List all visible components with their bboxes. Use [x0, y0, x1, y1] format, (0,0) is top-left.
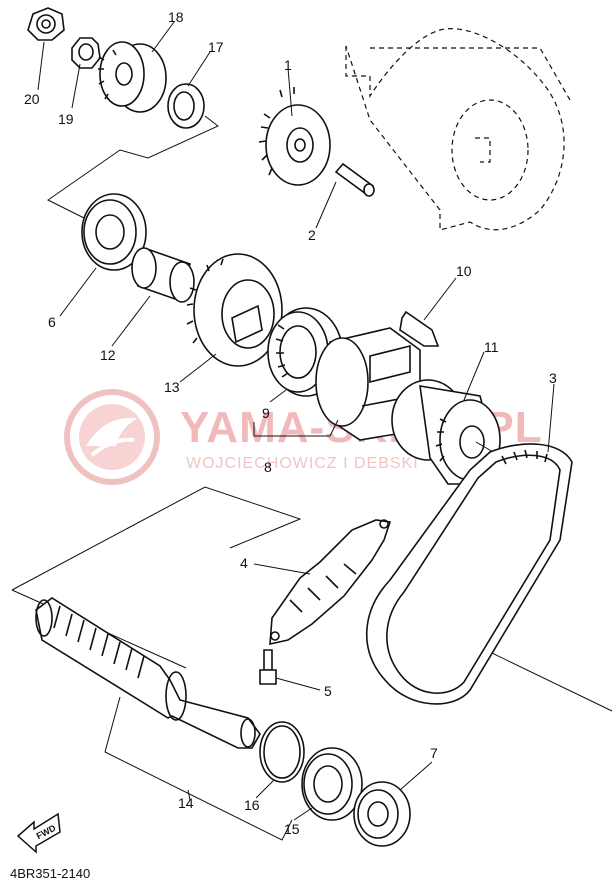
part-2-shaft: [334, 162, 375, 197]
part-5-bolt: [259, 649, 277, 685]
callout-5: 5: [324, 683, 332, 699]
callout-labels: 1 2 3 4 5 6 7 8 9 10 11 12 13 14 15 16 1…: [24, 9, 557, 837]
starter-motor-outline: [345, 28, 571, 231]
callout-15: 15: [284, 821, 300, 837]
callout-9: 9: [262, 405, 270, 421]
callout-20: 20: [24, 91, 40, 107]
callout-1: 1: [284, 57, 292, 73]
part-17-oil-seal: [167, 83, 205, 129]
watermark-subtitle: WOJCIECHOWICZ I DEBSKI: [186, 455, 419, 472]
part-6-bearing: [81, 193, 147, 271]
part-19-lock-washer: [71, 37, 101, 69]
part-18-starter-gear: [98, 41, 167, 113]
callout-16: 16: [244, 797, 260, 813]
part-1-idle-gear: [258, 87, 331, 186]
part-15-bearing: [301, 747, 363, 821]
part-12-bushing: [131, 247, 195, 303]
callout-12: 12: [100, 347, 116, 363]
callout-4: 4: [240, 555, 248, 571]
leader-lines: [37, 21, 555, 821]
part-13-sprocket: [186, 253, 283, 367]
part-7-oil-seal: [353, 781, 411, 847]
callout-8: 8: [264, 459, 272, 475]
callout-10: 10: [456, 263, 472, 279]
part-4-chain-guide: [269, 519, 392, 646]
watermark-logo: [64, 389, 160, 485]
callout-13: 13: [164, 379, 180, 395]
callout-19: 19: [58, 111, 74, 127]
callout-6: 6: [48, 314, 56, 330]
part-11-gear: [391, 379, 501, 485]
callout-2: 2: [308, 227, 316, 243]
diagram-code: 4BR351-2140: [10, 866, 90, 881]
part-3-chain: [366, 443, 573, 705]
part-20-nut: [27, 7, 65, 41]
part-10-pin: [399, 310, 440, 347]
callout-3: 3: [549, 370, 557, 386]
forward-arrow-icon: FWD: [16, 812, 61, 854]
callout-7: 7: [430, 745, 438, 761]
part-14-shaft: [35, 597, 261, 749]
callout-17: 17: [208, 39, 224, 55]
callout-14: 14: [178, 795, 194, 811]
callout-18: 18: [168, 9, 184, 25]
part-16-o-ring: [259, 721, 305, 783]
callout-11: 11: [484, 339, 499, 355]
